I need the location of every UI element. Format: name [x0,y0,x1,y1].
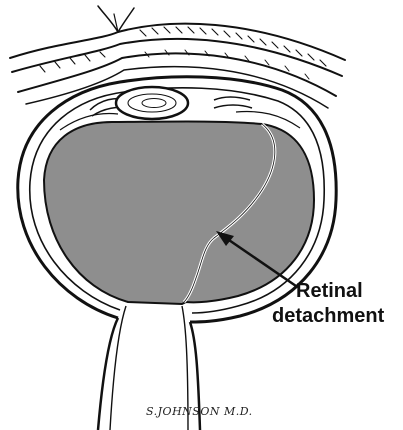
lens [116,87,188,119]
artist-signature: S.JOHNSON M.D. [146,405,253,418]
label-line-1: Retinal [296,280,363,302]
label-line-2: detachment [272,305,385,327]
